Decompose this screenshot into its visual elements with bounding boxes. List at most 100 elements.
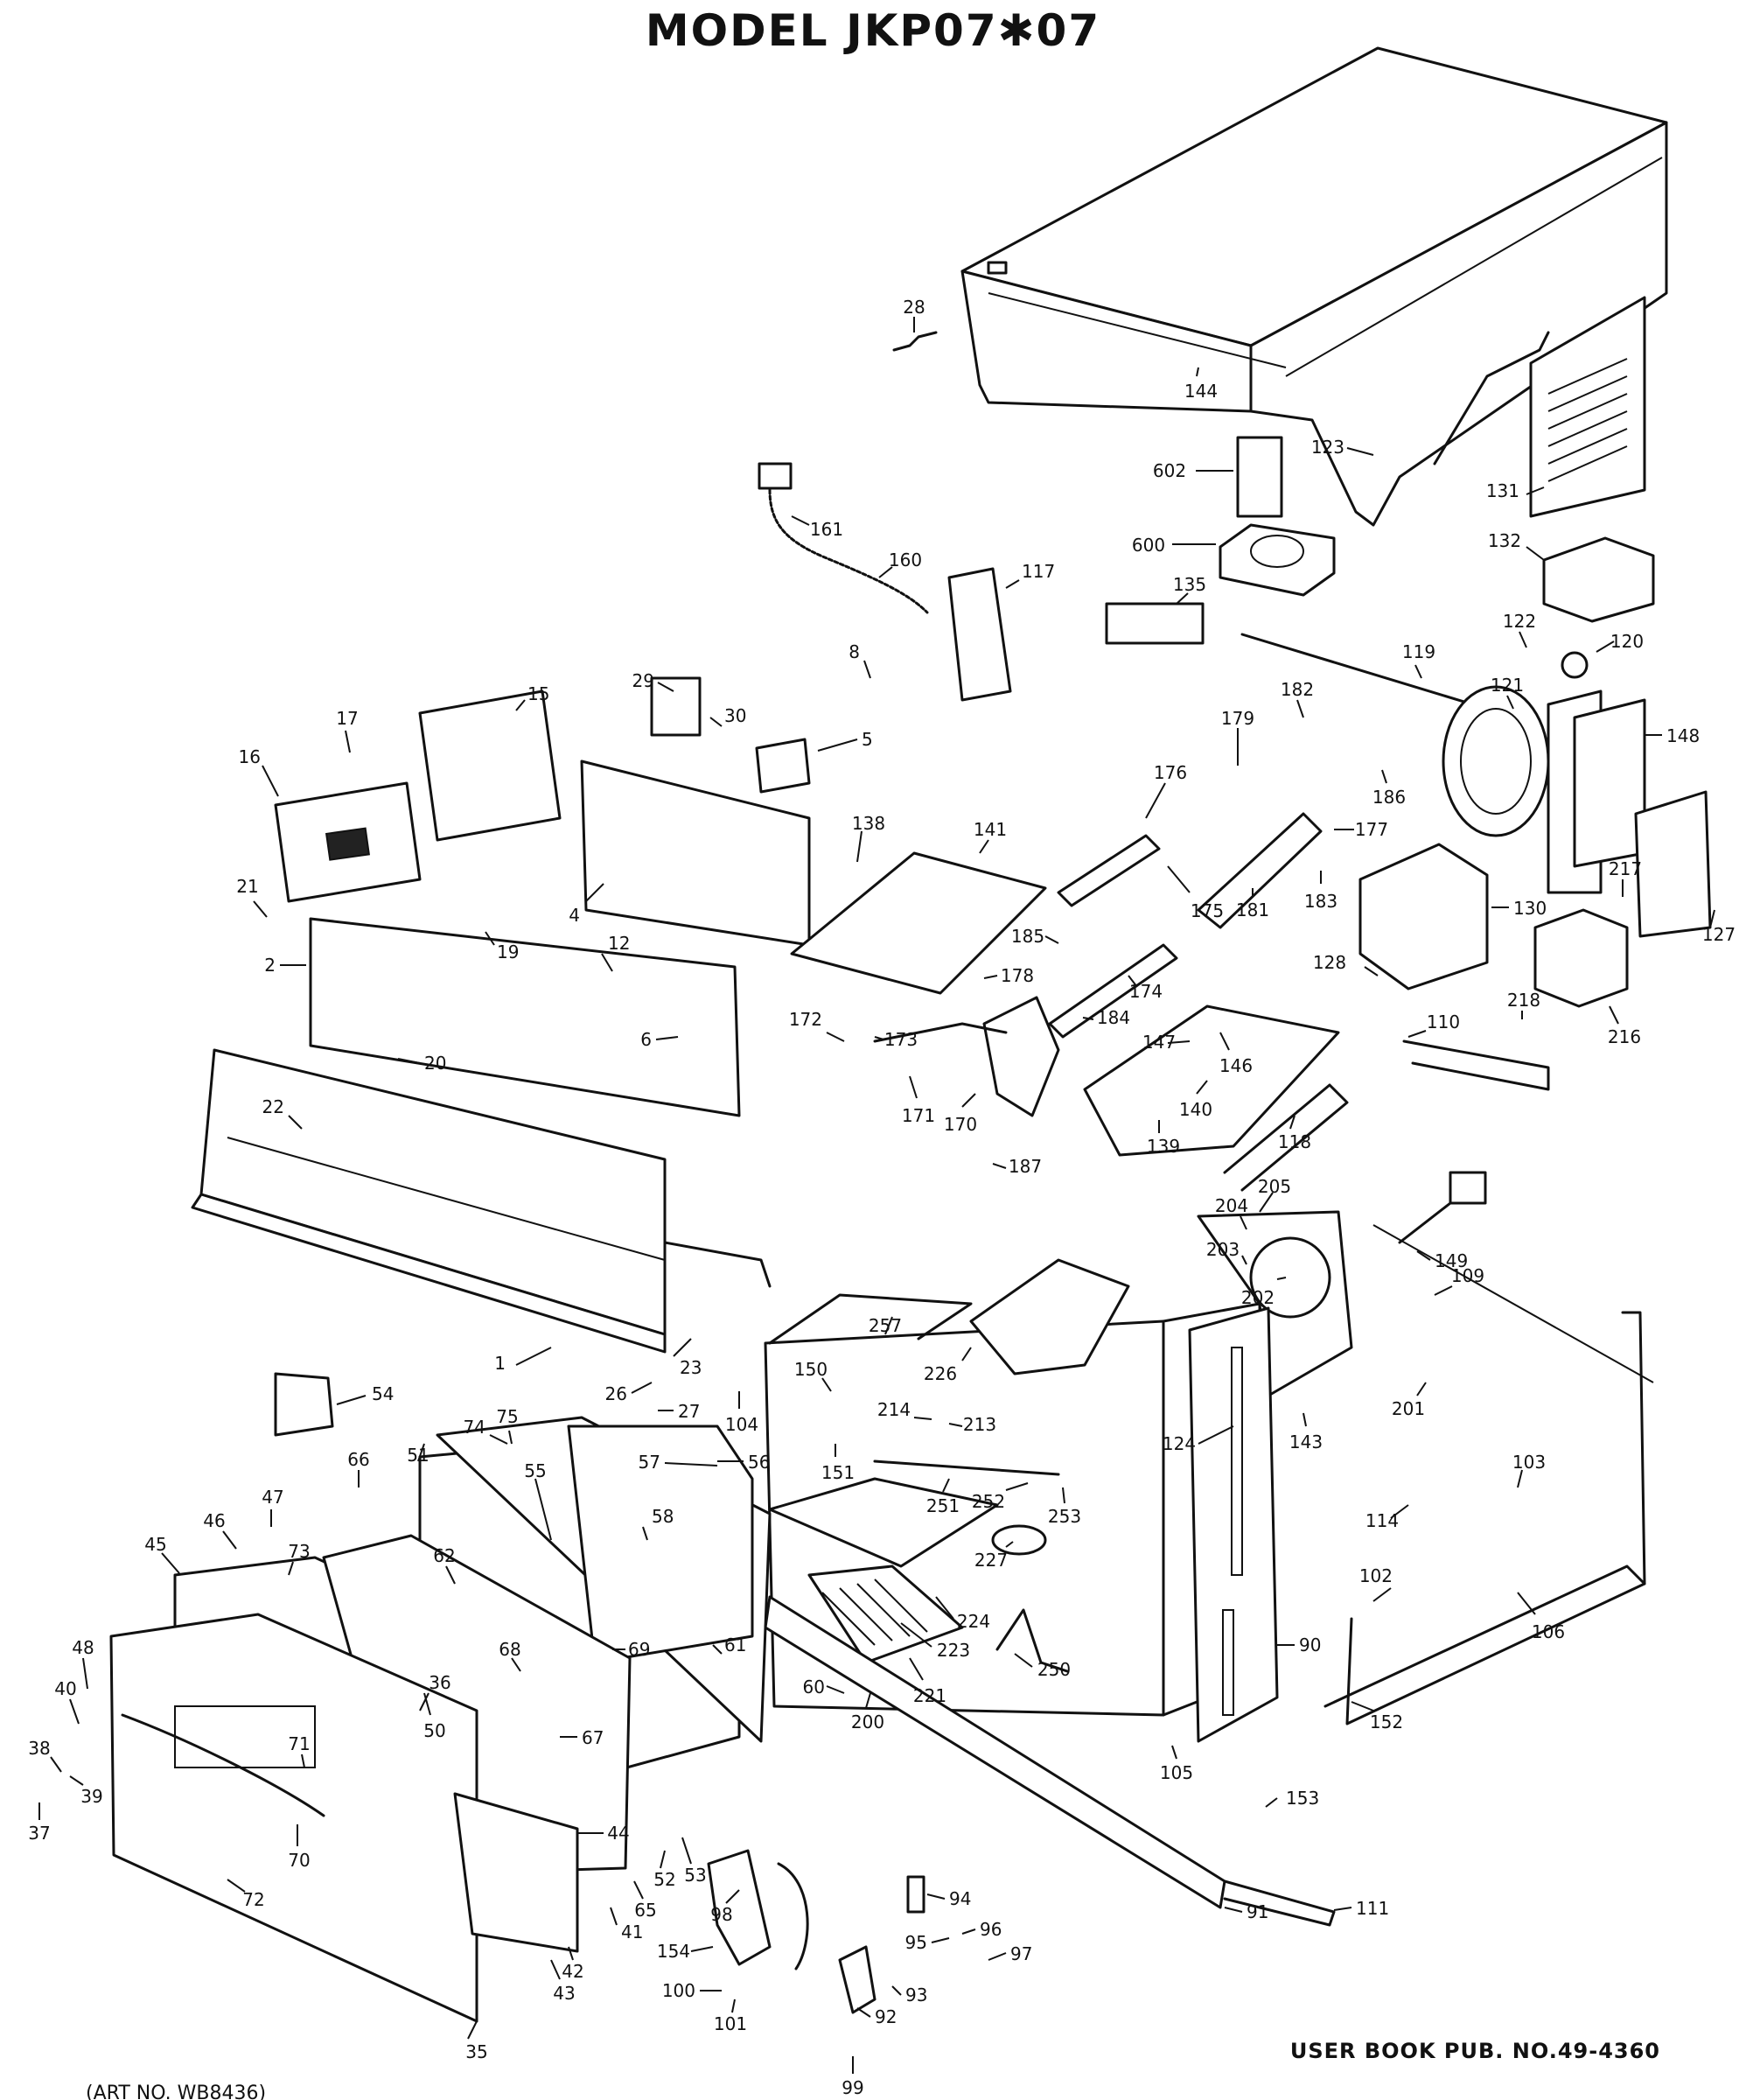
vent-strip-part xyxy=(764,1595,1336,1927)
callout-253: 253 xyxy=(1048,1487,1081,1527)
callout-204: 204 xyxy=(1215,1195,1248,1230)
callout-22: 22 xyxy=(262,1096,303,1130)
svg-text:602: 602 xyxy=(1153,460,1186,481)
callout-175: 175 xyxy=(1167,865,1224,921)
svg-text:173: 173 xyxy=(884,1029,918,1050)
callout-70: 70 xyxy=(288,1824,311,1871)
callout-47: 47 xyxy=(262,1487,284,1527)
switch-bracket-part xyxy=(1083,1004,1340,1157)
svg-text:128: 128 xyxy=(1313,952,1346,973)
svg-text:121: 121 xyxy=(1491,675,1524,696)
callout-44: 44 xyxy=(577,1823,630,1844)
callout-182: 182 xyxy=(1281,679,1314,718)
callout-100: 100 xyxy=(662,1980,722,2001)
svg-text:4: 4 xyxy=(569,905,580,926)
svg-text:97: 97 xyxy=(1010,1943,1032,1964)
mounting-frame-part xyxy=(418,690,562,842)
svg-text:103: 103 xyxy=(1512,1452,1546,1473)
svg-text:22: 22 xyxy=(262,1096,284,1117)
callout-135: 135 xyxy=(1173,574,1206,605)
callout-178: 178 xyxy=(983,965,1034,986)
callout-104: 104 xyxy=(725,1391,758,1435)
callout-5: 5 xyxy=(817,729,873,752)
callout-15: 15 xyxy=(515,683,549,711)
svg-text:6: 6 xyxy=(640,1029,652,1050)
svg-text:131: 131 xyxy=(1486,480,1519,501)
callout-121: 121 xyxy=(1491,675,1524,710)
relay-part xyxy=(755,738,811,794)
callout-257: 257 xyxy=(869,1315,902,1336)
svg-text:43: 43 xyxy=(553,1983,575,2004)
hinge-arm-part xyxy=(777,1862,809,1970)
svg-text:21: 21 xyxy=(236,876,258,897)
svg-text:16: 16 xyxy=(239,746,261,767)
callout-20: 20 xyxy=(397,1053,446,1074)
publication-number: USER BOOK PUB. NO.49-4360 xyxy=(1289,2039,1660,2063)
callout-28: 28 xyxy=(903,297,925,332)
callout-123: 123 xyxy=(1311,437,1374,458)
svg-text:45: 45 xyxy=(144,1534,166,1555)
callout-153: 153 xyxy=(1265,1788,1319,1809)
svg-text:170: 170 xyxy=(944,1114,977,1135)
callout-216: 216 xyxy=(1608,1005,1641,1047)
heating-element-part xyxy=(768,1293,973,1345)
svg-text:226: 226 xyxy=(924,1363,957,1384)
callout-52: 52 xyxy=(653,1850,676,1890)
svg-text:217: 217 xyxy=(1609,858,1642,879)
callout-251: 251 xyxy=(926,1478,960,1516)
callout-73: 73 xyxy=(288,1541,311,1576)
svg-text:138: 138 xyxy=(852,813,885,834)
svg-text:224: 224 xyxy=(957,1611,990,1632)
svg-text:178: 178 xyxy=(1001,965,1034,986)
callout-93: 93 xyxy=(891,1984,927,2006)
callout-144: 144 xyxy=(1184,367,1218,402)
callout-90: 90 xyxy=(1277,1634,1321,1656)
callout-227: 227 xyxy=(974,1541,1014,1571)
callout-223: 223 xyxy=(900,1622,970,1661)
svg-text:67: 67 xyxy=(582,1727,604,1748)
svg-text:37: 37 xyxy=(28,1823,50,1844)
svg-text:135: 135 xyxy=(1173,574,1206,595)
svg-text:144: 144 xyxy=(1184,381,1218,402)
callout-12: 12 xyxy=(601,933,630,972)
callout-103: 103 xyxy=(1512,1452,1546,1488)
svg-text:223: 223 xyxy=(937,1640,970,1661)
door-lock-linkage-part xyxy=(1048,812,1323,1039)
svg-text:100: 100 xyxy=(662,1980,695,2001)
svg-text:28: 28 xyxy=(903,297,925,318)
callout-226: 226 xyxy=(924,1347,972,1384)
callout-109: 109 xyxy=(1434,1265,1484,1296)
svg-text:160: 160 xyxy=(889,550,922,570)
svg-text:183: 183 xyxy=(1304,891,1337,912)
svg-text:98: 98 xyxy=(710,1904,732,1925)
callout-146: 146 xyxy=(1219,1032,1253,1076)
callout-101: 101 xyxy=(714,1998,747,2034)
svg-text:72: 72 xyxy=(242,1889,264,1910)
callout-118: 118 xyxy=(1278,1115,1311,1152)
door-hinge-part xyxy=(707,1849,772,1966)
svg-text:161: 161 xyxy=(810,519,843,540)
svg-text:179: 179 xyxy=(1221,708,1254,729)
svg-text:99: 99 xyxy=(842,2077,863,2098)
svg-text:105: 105 xyxy=(1160,1762,1193,1783)
svg-text:257: 257 xyxy=(869,1315,902,1336)
svg-text:118: 118 xyxy=(1278,1131,1311,1152)
svg-text:109: 109 xyxy=(1451,1265,1484,1286)
svg-text:218: 218 xyxy=(1507,990,1540,1011)
callout-8: 8 xyxy=(849,641,871,679)
callout-23: 23 xyxy=(673,1338,702,1378)
rod-part xyxy=(1240,633,1489,710)
svg-text:117: 117 xyxy=(1022,561,1055,582)
svg-text:250: 250 xyxy=(1037,1659,1071,1680)
svg-text:200: 200 xyxy=(851,1712,884,1732)
callout-39: 39 xyxy=(69,1775,103,1807)
svg-text:94: 94 xyxy=(949,1888,971,1909)
callout-96: 96 xyxy=(961,1919,1002,1940)
svg-text:123: 123 xyxy=(1311,437,1344,458)
svg-text:15: 15 xyxy=(527,683,549,704)
switch-part xyxy=(650,676,702,737)
svg-text:204: 204 xyxy=(1215,1195,1248,1216)
callout-141: 141 xyxy=(974,819,1007,854)
callout-55: 55 xyxy=(524,1460,552,1541)
svg-text:74: 74 xyxy=(464,1417,485,1438)
